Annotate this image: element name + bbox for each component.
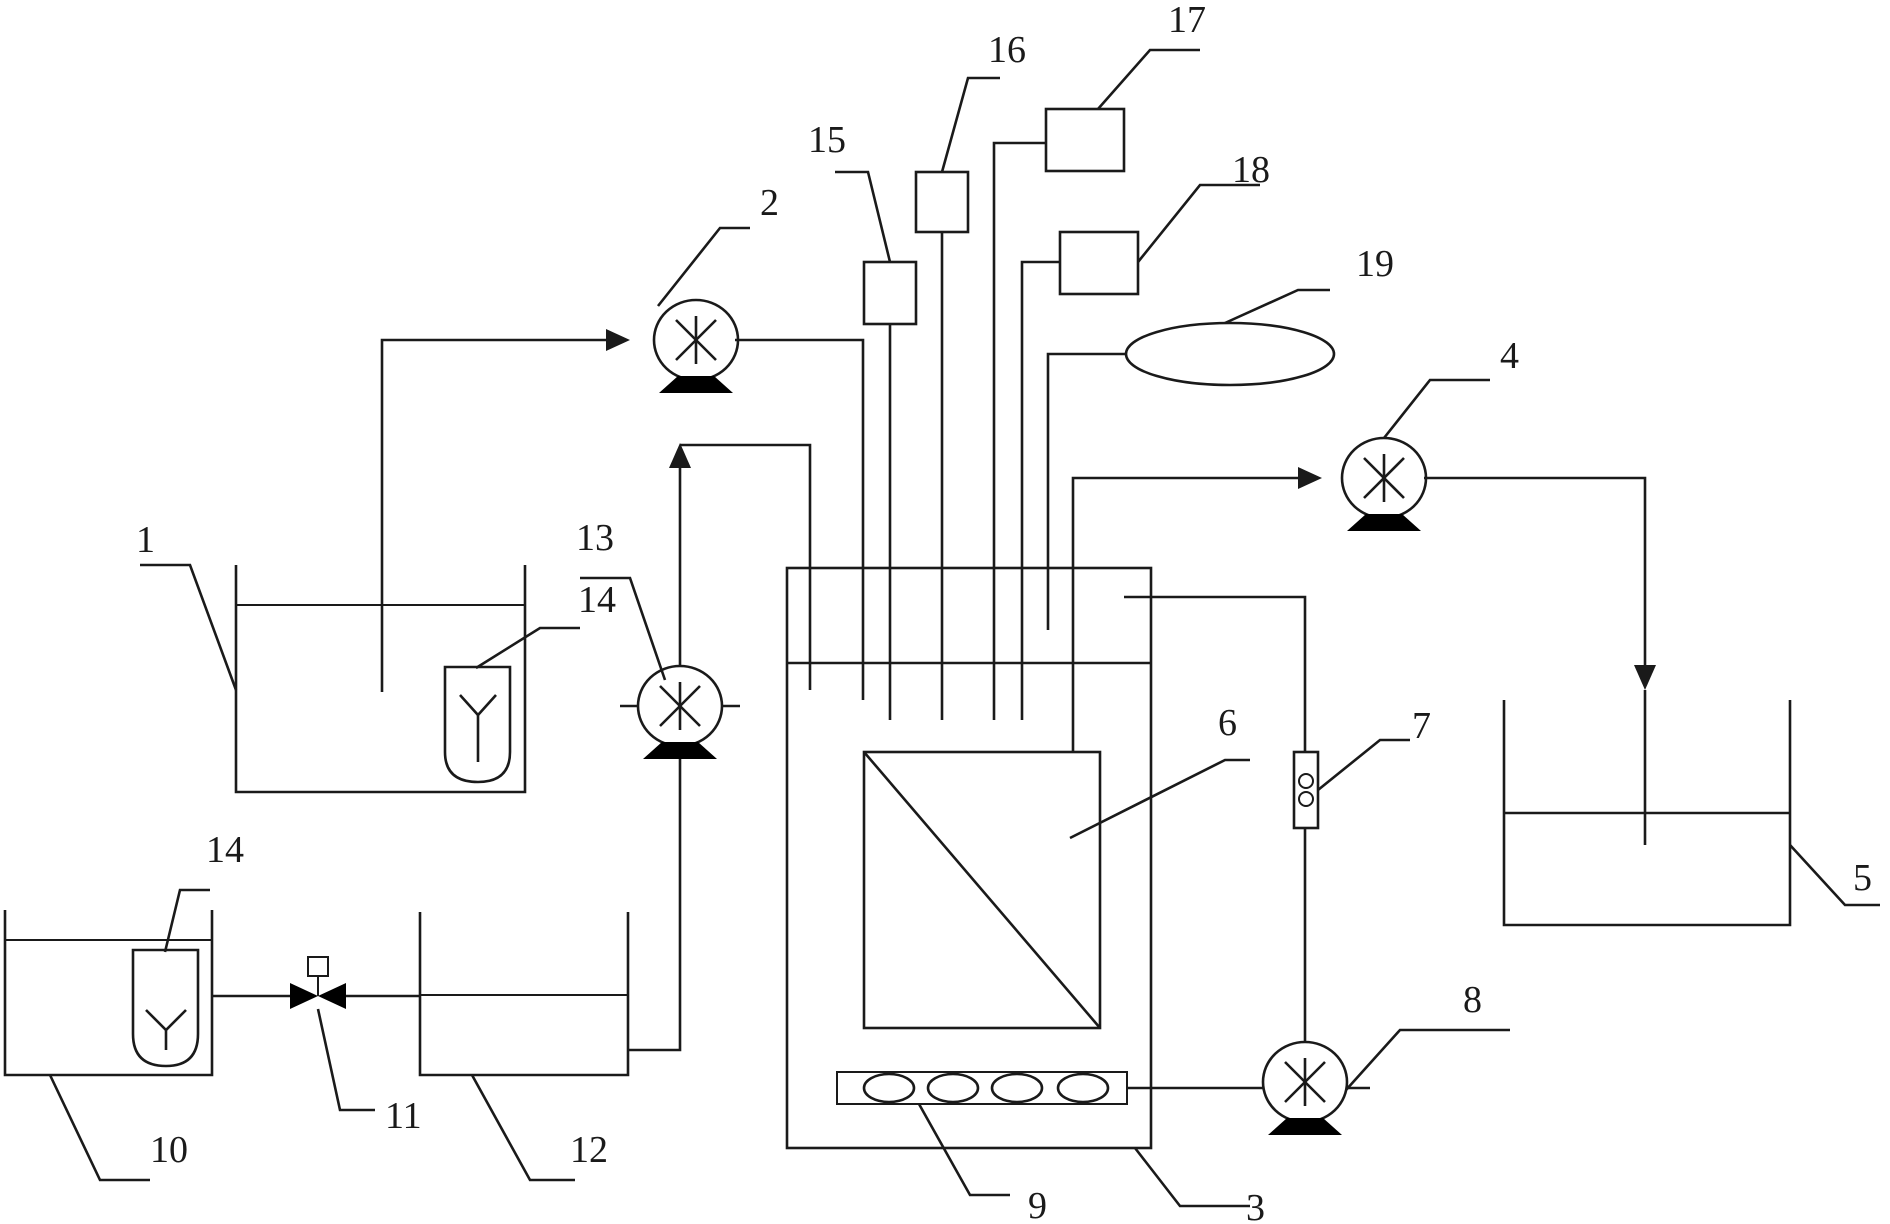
- reactor-3: [785, 566, 1153, 1150]
- flowmeter-7: [1292, 750, 1320, 830]
- label-5: 5: [1853, 857, 1872, 899]
- pump-13: [620, 664, 740, 759]
- aeration-line: [1124, 595, 1370, 1090]
- label-13: 13: [576, 517, 614, 559]
- label-1: 1: [136, 519, 155, 561]
- label-19: 19: [1356, 243, 1394, 285]
- label-18: 18: [1232, 149, 1270, 191]
- aeration-pump-8: [1261, 1040, 1349, 1135]
- label-7: 7: [1412, 705, 1431, 747]
- bio-carrier-14-tank-10: [131, 948, 200, 1068]
- label-14-tank-10: 14: [206, 829, 244, 871]
- sensor-17: [992, 107, 1126, 720]
- effluent-line: [1071, 467, 1656, 752]
- bio-carrier-14-tank-1: [443, 665, 512, 784]
- valve-11: [212, 956, 420, 1009]
- effluent-pump-4: [1340, 436, 1428, 531]
- label-16: 16: [988, 29, 1026, 71]
- aerator-9: [836, 1071, 1128, 1105]
- feed-tank-1: [234, 565, 527, 794]
- label-2: 2: [760, 182, 779, 224]
- gas-bag-19: [1046, 321, 1336, 630]
- label-15: 15: [808, 119, 846, 161]
- sensor-16: [914, 170, 970, 720]
- sensor-18: [1020, 230, 1140, 720]
- label-4: 4: [1500, 335, 1519, 377]
- label-6: 6: [1218, 702, 1237, 744]
- transfer-line: [628, 443, 812, 1052]
- label-17: 17: [1168, 0, 1206, 41]
- label-12: 12: [570, 1129, 608, 1171]
- label-3: 3: [1246, 1187, 1265, 1224]
- label-11: 11: [385, 1095, 422, 1137]
- feed-line: [380, 329, 865, 700]
- label-8: 8: [1463, 979, 1482, 1021]
- sensor-15: [862, 260, 918, 720]
- label-9: 9: [1028, 1185, 1047, 1224]
- feed-pump-2: [652, 298, 740, 393]
- tank-10: [3, 910, 214, 1077]
- label-10: 10: [150, 1129, 188, 1171]
- effluent-tank-5: [1502, 690, 1792, 927]
- label-14-tank-1: 14: [578, 579, 616, 621]
- leader-lines: [48, 48, 1880, 1208]
- membrane-module-6: [862, 750, 1102, 1030]
- tank-12: [418, 912, 630, 1077]
